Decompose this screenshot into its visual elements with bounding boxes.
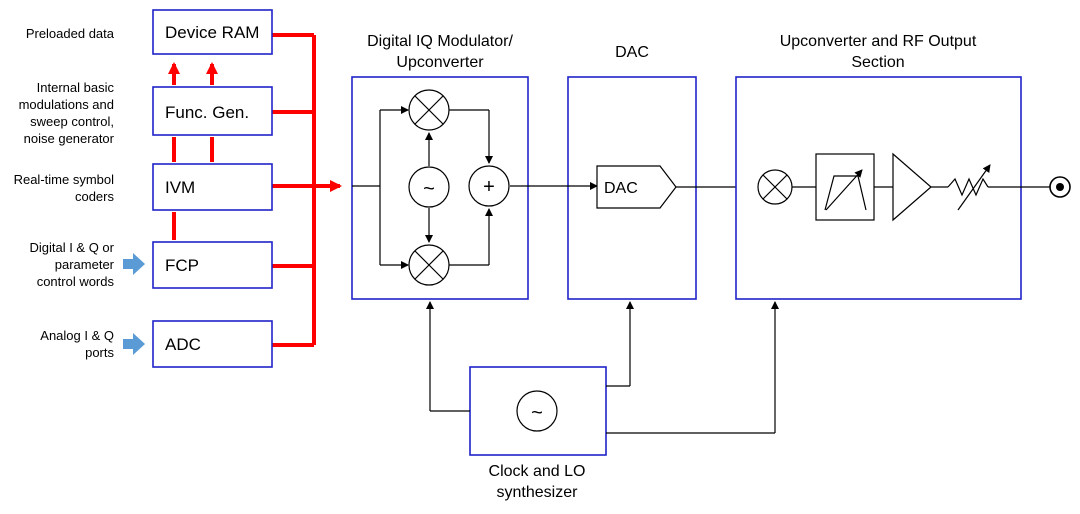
text-line: parameter: [55, 257, 115, 272]
tunable-filter-icon: [815, 153, 875, 221]
synth-oscillator-symbol: ~: [531, 402, 543, 424]
text-line: Upconverter and RF Output: [780, 33, 977, 50]
text-line: control words: [37, 274, 115, 289]
synth-oscillator-icon: ~: [516, 390, 558, 432]
fcp-block: FCP: [152, 241, 273, 289]
amplifier-icon: [892, 152, 932, 222]
label-realtime-symbol-coders: Real-time symbol coders: [14, 172, 115, 204]
nco-oscillator-symbol: ~: [423, 178, 435, 200]
text-line: Internal basic: [37, 80, 115, 95]
variable-attenuator-icon: [947, 164, 991, 211]
adder-symbol: +: [483, 176, 495, 198]
nco-oscillator-icon: ~: [408, 166, 450, 208]
text-line: sweep control,: [30, 114, 114, 129]
text-line: Upconverter: [396, 54, 484, 71]
text-line: noise generator: [24, 131, 115, 146]
synth-distribution-wires: [426, 301, 779, 434]
text-line: Digital I & Q or: [29, 240, 114, 255]
rf-output-connector-icon: [1049, 176, 1071, 198]
text-line: Analog I & Q: [40, 328, 114, 343]
label-digital-iq: Digital I & Q or parameter control words: [29, 240, 114, 289]
rf-mixer-icon: [757, 169, 793, 205]
modulator-section-title: Digital IQ Modulator/Upconverter: [367, 33, 513, 71]
red-data-bus: [168, 33, 342, 347]
text-line: ports: [85, 345, 114, 360]
ivm-block: IVM: [152, 163, 273, 211]
ivm-label: IVM: [165, 178, 195, 197]
text-line: synthesizer: [497, 484, 579, 501]
text-line: Digital IQ Modulator/: [367, 33, 513, 50]
text-line: Clock and LO: [489, 463, 586, 480]
label-internal-modulations: Internal basic modulations and sweep contr…: [19, 80, 115, 146]
iq-modulator-internals: [352, 106, 528, 269]
adc-block: ADC: [152, 320, 273, 368]
text-line: modulations and: [19, 97, 114, 112]
adc-label: ADC: [165, 335, 201, 354]
device-ram-label: Device RAM: [165, 23, 259, 42]
label-preloaded-data: Preloaded data: [26, 26, 115, 41]
bottom-mixer-icon: [408, 244, 450, 286]
text-line: Real-time symbol: [14, 172, 115, 187]
label-analog-iq-ports: Analog I & Q ports: [40, 328, 114, 360]
func-gen-block: Func. Gen.: [152, 86, 273, 136]
device-ram-block: Device RAM: [152, 9, 273, 55]
text-line: Preloaded data: [26, 26, 115, 41]
dac-block: DAC: [596, 165, 677, 209]
text-line: DAC: [615, 44, 649, 61]
dac-section-title: DAC: [615, 44, 649, 61]
text-line: coders: [75, 189, 115, 204]
fcp-label: FCP: [165, 256, 199, 275]
top-mixer-icon: [408, 89, 450, 131]
analog-input-arrow-icon: [123, 333, 145, 355]
func-gen-label: Func. Gen.: [165, 103, 249, 122]
text-line: Section: [851, 54, 904, 71]
adder-icon: +: [468, 165, 510, 207]
dac-label: DAC: [604, 180, 638, 197]
digital-input-arrow-icon: [123, 253, 145, 275]
synthesizer-title: Clock and LO synthesizer: [489, 463, 586, 501]
